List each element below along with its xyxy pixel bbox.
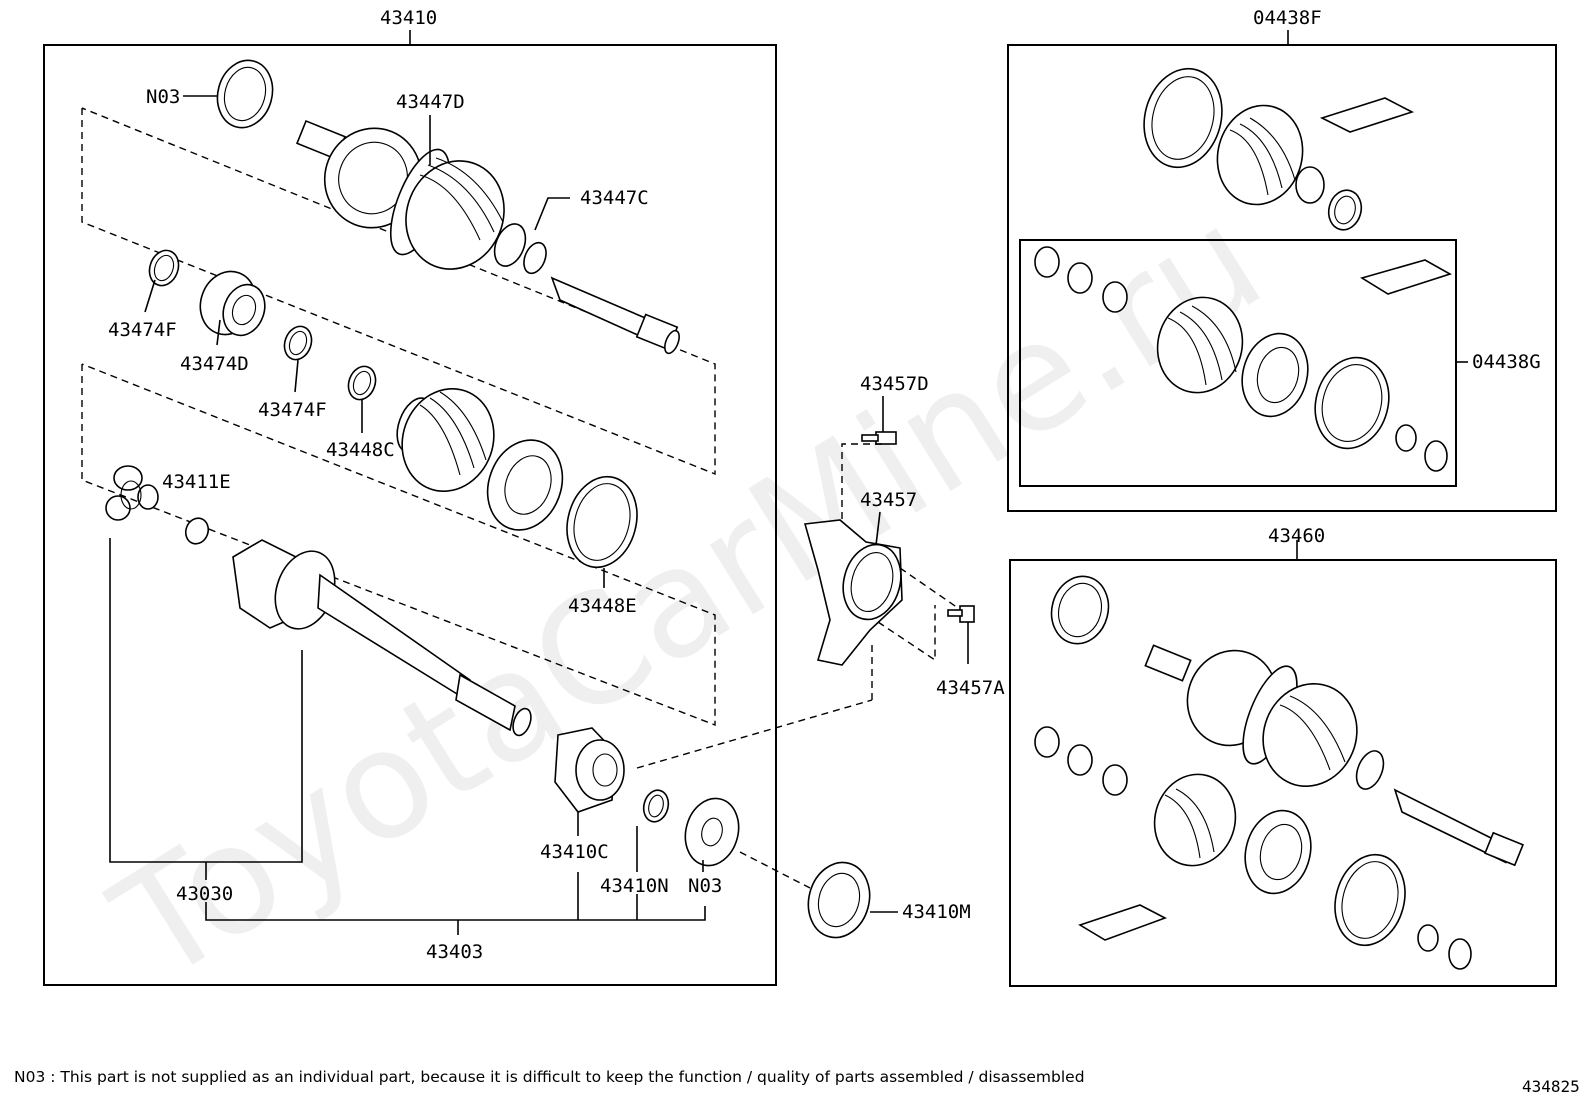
- bearing-bracket-43410C: [554, 727, 625, 813]
- label-43474F-a: 43474F: [108, 319, 177, 341]
- tripod-housing-cover: [486, 439, 564, 531]
- label-43460: 43460: [1268, 525, 1325, 547]
- frame-04438F: [1007, 44, 1557, 512]
- label-04438F: 04438F: [1253, 7, 1322, 29]
- label-43410C: 43410C: [540, 841, 609, 863]
- label-43410M: 43410M: [902, 901, 971, 923]
- footnote: N03 : This part is not supplied as an in…: [14, 1068, 1085, 1086]
- label-43457A: 43457A: [936, 677, 1005, 699]
- bolt-43457D: [861, 431, 897, 445]
- label-43457D: 43457D: [860, 373, 929, 395]
- label-43410: 43410: [380, 7, 437, 29]
- seal-43410M: [807, 861, 871, 939]
- inner-joint-housing-43030: [232, 539, 532, 737]
- inner-boot: [396, 387, 495, 493]
- ring-N03-top: [216, 59, 274, 129]
- label-N03-bottom: N03: [688, 875, 722, 897]
- illustration-number: 434825: [1522, 1077, 1580, 1096]
- label-43457: 43457: [860, 489, 917, 511]
- snap-ring-43411E: [184, 517, 210, 545]
- label-43410N: 43410N: [600, 875, 669, 897]
- clamp-43448C: [347, 365, 377, 401]
- drive-shaft: [550, 276, 680, 355]
- label-04438G: 04438G: [1472, 351, 1541, 373]
- frame-43460: [1009, 559, 1557, 987]
- label-43448C: 43448C: [326, 439, 395, 461]
- bracket-43457: [803, 519, 903, 666]
- label-43474D: 43474D: [180, 353, 249, 375]
- label-43447D: 43447D: [396, 91, 465, 113]
- bolt-43457A: [947, 605, 975, 623]
- label-43030: 43030: [176, 883, 233, 905]
- label-43447C: 43447C: [580, 187, 649, 209]
- boot-kit-04438G-parts: [1034, 246, 1452, 472]
- label-43403: 43403: [426, 941, 483, 963]
- label-43474F-b: 43474F: [258, 399, 327, 421]
- outer-cv-joint-43447D: [295, 119, 547, 275]
- washer-N03: [684, 797, 740, 867]
- clamp-43474F-a: [148, 249, 180, 287]
- label-43411E: 43411E: [162, 471, 231, 493]
- ring-43410N: [642, 789, 670, 823]
- boot-clamp-43448E: [566, 475, 638, 569]
- tripod-joint-43411E: [105, 465, 159, 521]
- label-43448E: 43448E: [568, 595, 637, 617]
- boot-kit-04438F-parts: [1143, 67, 1415, 231]
- clamp-43474F-b: [283, 325, 313, 361]
- label-N03-top: N03: [146, 86, 180, 108]
- axle-43460-parts: [1034, 575, 1524, 970]
- frame-04438G: [1019, 239, 1457, 487]
- damper-43474D: [199, 270, 266, 337]
